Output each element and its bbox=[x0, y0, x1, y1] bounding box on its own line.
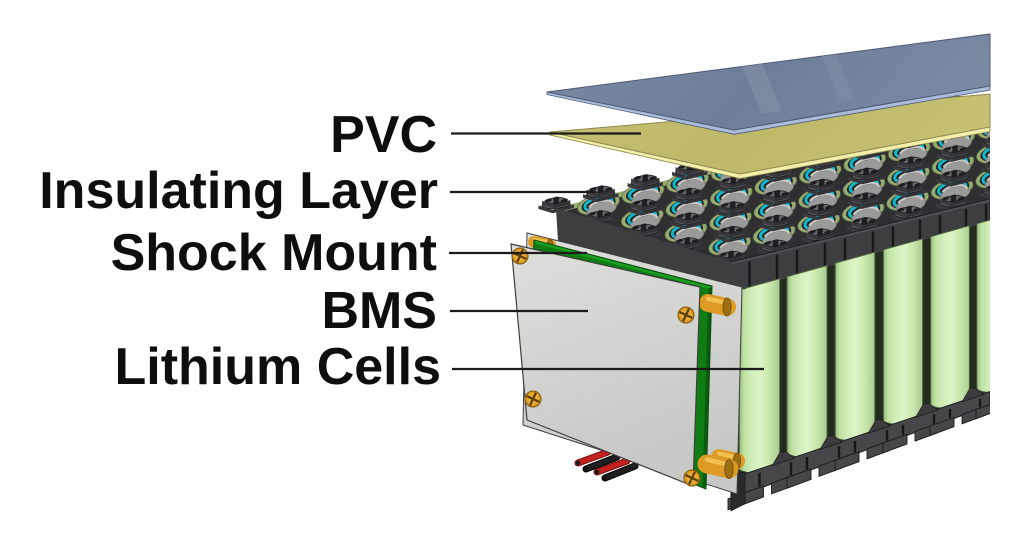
label-insulating-layer: Insulating Layer bbox=[39, 162, 438, 220]
gold-screw bbox=[683, 469, 701, 487]
gold-standoff bbox=[697, 454, 739, 479]
gold-screw bbox=[677, 306, 695, 324]
holder-bottom-tray bbox=[727, 387, 990, 512]
bms-front-plate bbox=[510, 243, 701, 487]
cell-cylinder bbox=[882, 238, 930, 426]
cell-cylinder bbox=[930, 225, 977, 410]
label-bms: BMS bbox=[321, 282, 437, 340]
cell-cylinder bbox=[976, 219, 990, 394]
pvc-sheet bbox=[546, 33, 991, 135]
label-pvc: PVC bbox=[330, 106, 437, 164]
bms-wire bbox=[582, 453, 621, 473]
gold-screw bbox=[511, 247, 529, 265]
gold-screw bbox=[524, 390, 542, 408]
label-lithium-cells: Lithium Cells bbox=[115, 338, 441, 396]
bms-wire bbox=[593, 457, 631, 476]
cell-cylinder bbox=[738, 277, 786, 475]
cell-cylinder bbox=[786, 264, 834, 459]
bms-wire bbox=[601, 462, 639, 482]
cell-cylinder bbox=[834, 251, 882, 442]
battery-pack bbox=[538, 95, 990, 512]
pvc-sheet-top bbox=[546, 33, 991, 131]
bms-wire bbox=[574, 448, 612, 467]
bms-assembly bbox=[510, 232, 745, 495]
holder-top-skirt bbox=[725, 198, 990, 296]
callouts: PVC Insulating Layer Shock Mount BMS Lit… bbox=[39, 106, 764, 396]
gold-standoff bbox=[699, 294, 736, 317]
label-shock-mount: Shock Mount bbox=[111, 224, 437, 282]
